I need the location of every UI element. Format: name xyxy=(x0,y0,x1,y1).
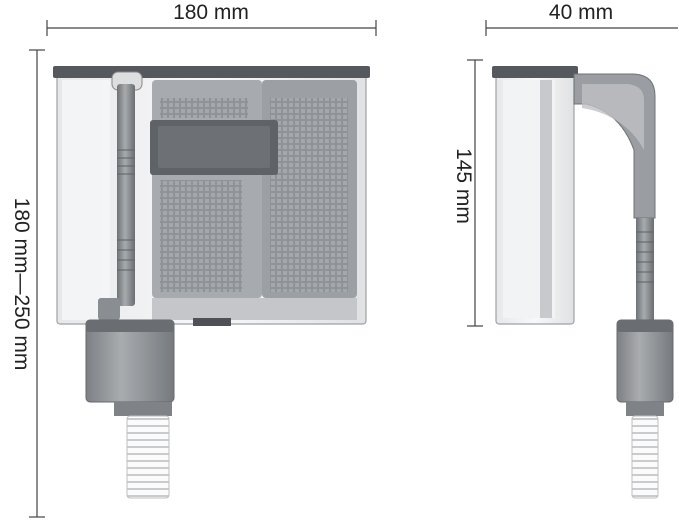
front-top-rim xyxy=(53,66,370,78)
dimension-side-width: 40 mm xyxy=(485,1,678,36)
dimension-front-height: 180 mm—250 mm xyxy=(10,49,45,518)
front-height-label: 180 mm—250 mm xyxy=(10,198,33,371)
front-intake-tube xyxy=(98,71,143,320)
side-pump-housing xyxy=(616,319,674,403)
front-filter-media xyxy=(152,80,357,320)
front-intake-strainer xyxy=(126,415,170,499)
front-view xyxy=(53,66,370,499)
dimension-front-width: 180 mm xyxy=(46,1,377,36)
dimension-side-height: 145 mm xyxy=(452,59,483,327)
side-view xyxy=(492,66,674,499)
front-width-label: 180 mm xyxy=(173,1,249,24)
side-width-label: 40 mm xyxy=(549,1,613,24)
side-intake-tube xyxy=(636,218,654,322)
side-height-label: 145 mm xyxy=(452,148,475,224)
front-pump-housing xyxy=(85,319,175,403)
side-intake-strainer xyxy=(631,415,659,499)
